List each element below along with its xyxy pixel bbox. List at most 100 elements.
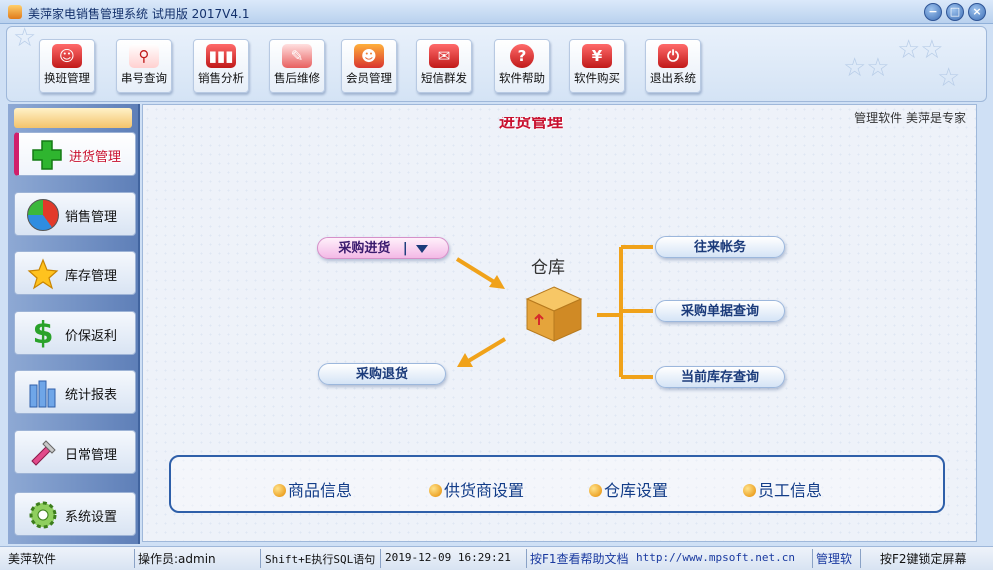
toolbar-button-label: 销售分析 <box>198 71 244 85</box>
arrow-out-head <box>457 353 473 367</box>
quicklinks-panel: 商品信息 供货商设置 仓库设置 员工信息 <box>169 455 945 513</box>
status-separator <box>812 549 813 568</box>
quicklink-label: 员工信息 <box>758 481 823 500</box>
quicklink-label: 仓库设置 <box>604 481 669 500</box>
sidebar-item-daily[interactable]: 日常管理 <box>14 430 136 474</box>
warehouse-box-icon <box>521 281 587 347</box>
status-separator <box>134 549 135 568</box>
toolbar-button-serial-query[interactable]: ⚲ 串号查询 <box>116 39 172 93</box>
sidebar-item-label: 价保返利 <box>65 329 118 344</box>
status-datetime: 2019-12-09 16:29:21 <box>385 551 511 564</box>
sidebar-item-label: 日常管理 <box>65 448 118 463</box>
accounts-button[interactable]: 往来帐务 <box>655 236 785 258</box>
green-plus-icon <box>31 139 63 171</box>
toolbar-button-sms[interactable]: ✉ 短信群发 <box>416 39 472 93</box>
chevron-down-icon[interactable] <box>415 244 428 253</box>
yen-icon: ¥ <box>582 44 612 68</box>
sidebar-item-sales[interactable]: 销售管理 <box>14 192 136 236</box>
toolbar-button-label: 软件帮助 <box>499 71 545 85</box>
quicklink-warehouse[interactable]: 仓库设置 <box>589 477 668 501</box>
status-separator <box>526 549 527 568</box>
toolbar-button-label: 换班管理 <box>44 71 90 85</box>
purchase-return-button[interactable]: 采购退货 <box>318 363 446 385</box>
title-bar: 美萍家电销售管理系统 试用版 2017V4.1 − □ × <box>0 0 993 24</box>
toolbar-button-exit[interactable]: ⏻ 退出系统 <box>645 39 701 93</box>
status-sql-hint: Shift+E执行SQL语句 <box>265 553 376 566</box>
status-tag: 管理软 <box>816 552 853 566</box>
toolbar-button-shift-change[interactable]: ☺ 换班管理 <box>39 39 95 93</box>
toolbar-button-member[interactable]: ☻ 会员管理 <box>341 39 397 93</box>
sidebar-item-inventory[interactable]: 库存管理 <box>14 251 136 295</box>
bar-chart-icon <box>27 377 59 409</box>
star-decoration-icon: ☆☆ <box>843 53 890 83</box>
status-separator <box>380 549 381 568</box>
star-decoration-icon: ☆ <box>13 23 37 53</box>
order-query-button[interactable]: 采购单据查询 <box>655 300 785 322</box>
flow-diagram <box>455 245 653 379</box>
arrow-in-head <box>489 275 505 289</box>
toolbar-button-help[interactable]: ? 软件帮助 <box>494 39 550 93</box>
power-icon: ⏻ <box>658 44 688 68</box>
toolbar-button-repair[interactable]: ✎ 售后维修 <box>269 39 325 93</box>
minimize-button[interactable]: − <box>924 3 942 21</box>
sidebar-item-label: 销售管理 <box>65 210 118 225</box>
status-help-hint[interactable]: 按F1查看帮助文档 <box>530 552 629 566</box>
dollar-icon: $ <box>32 316 54 351</box>
status-separator <box>260 549 261 568</box>
slogan-text: 管理软件 美萍是专家 <box>854 111 966 125</box>
sidebar: 进货管理 销售管理 库存管理 $ 价保返利 统计报表 日常管理 系统设置 <box>8 104 140 544</box>
toolbar: ☆ ☆☆ ☆☆ ☆ ☺ 换班管理 ⚲ 串号查询 ▮▮▮ 销售分析 ✎ 售后维修 … <box>6 23 987 102</box>
status-separator <box>860 549 861 568</box>
arrow-in-line <box>455 257 501 287</box>
toolbar-button-buy[interactable]: ¥ 软件购买 <box>569 39 625 93</box>
orange-dot-icon <box>743 484 756 497</box>
sidebar-item-settings[interactable]: 系统设置 <box>14 492 136 536</box>
page-title: 进货管理 <box>499 117 564 131</box>
sidebar-item-label: 统计报表 <box>65 388 118 403</box>
orange-dot-icon <box>429 484 442 497</box>
app-icon <box>8 5 22 19</box>
toolbar-button-label: 售后维修 <box>274 71 320 85</box>
member-icon: ☻ <box>354 44 384 68</box>
magnifier-icon: ⚲ <box>129 44 159 68</box>
quicklink-staff[interactable]: 员工信息 <box>743 477 822 501</box>
maximize-button[interactable]: □ <box>946 3 964 21</box>
gear-icon <box>27 499 59 531</box>
window-title: 美萍家电销售管理系统 试用版 2017V4.1 <box>28 7 250 21</box>
sidebar-item-label: 进货管理 <box>69 150 122 165</box>
envelope-icon: ✉ <box>429 44 459 68</box>
orange-dot-icon <box>589 484 602 497</box>
star-decoration-icon: ☆☆ <box>897 35 944 65</box>
help-icon: ? <box>510 44 534 68</box>
tools-icon <box>27 437 59 469</box>
warehouse-label: 仓库 <box>531 258 565 278</box>
status-url-link[interactable]: http://www.mpsoft.net.cn <box>636 551 795 564</box>
pie-chart-icon <box>27 199 59 231</box>
toolbar-button-label: 串号查询 <box>121 71 167 85</box>
branch-connector <box>597 245 653 379</box>
sidebar-item-label: 库存管理 <box>65 269 118 284</box>
sidebar-item-reports[interactable]: 统计报表 <box>14 370 136 414</box>
sidebar-header-bar <box>14 108 132 128</box>
purchase-in-button[interactable]: 采购进货 | <box>317 237 449 259</box>
status-lock-hint: 按F2键锁定屏幕 <box>880 552 967 566</box>
status-operator: 操作员:admin <box>138 552 216 566</box>
sidebar-item-price-rebate[interactable]: $ 价保返利 <box>14 311 136 355</box>
quicklink-label: 商品信息 <box>288 481 353 500</box>
close-button[interactable]: × <box>968 3 986 21</box>
star-icon <box>27 258 59 290</box>
main-panel: 管理软件 美萍是专家 进货管理 采购进货 | 采购退货 仓库 往来帐务 采购单据… <box>142 104 977 542</box>
bar-chart-icon: ▮▮▮ <box>206 44 236 68</box>
quicklink-label: 供货商设置 <box>444 481 525 500</box>
orange-dot-icon <box>273 484 286 497</box>
shift-change-icon: ☺ <box>52 44 82 68</box>
quicklink-supplier[interactable]: 供货商设置 <box>429 477 524 501</box>
tools-icon: ✎ <box>282 44 312 68</box>
stock-query-button[interactable]: 当前库存查询 <box>655 366 785 388</box>
quicklink-product-info[interactable]: 商品信息 <box>273 477 352 501</box>
toolbar-button-label: 退出系统 <box>650 71 696 85</box>
sidebar-item-purchase[interactable]: 进货管理 <box>14 132 136 176</box>
toolbar-button-sales-analysis[interactable]: ▮▮▮ 销售分析 <box>193 39 249 93</box>
toolbar-button-label: 会员管理 <box>346 71 392 85</box>
arrow-out-line <box>463 337 507 365</box>
